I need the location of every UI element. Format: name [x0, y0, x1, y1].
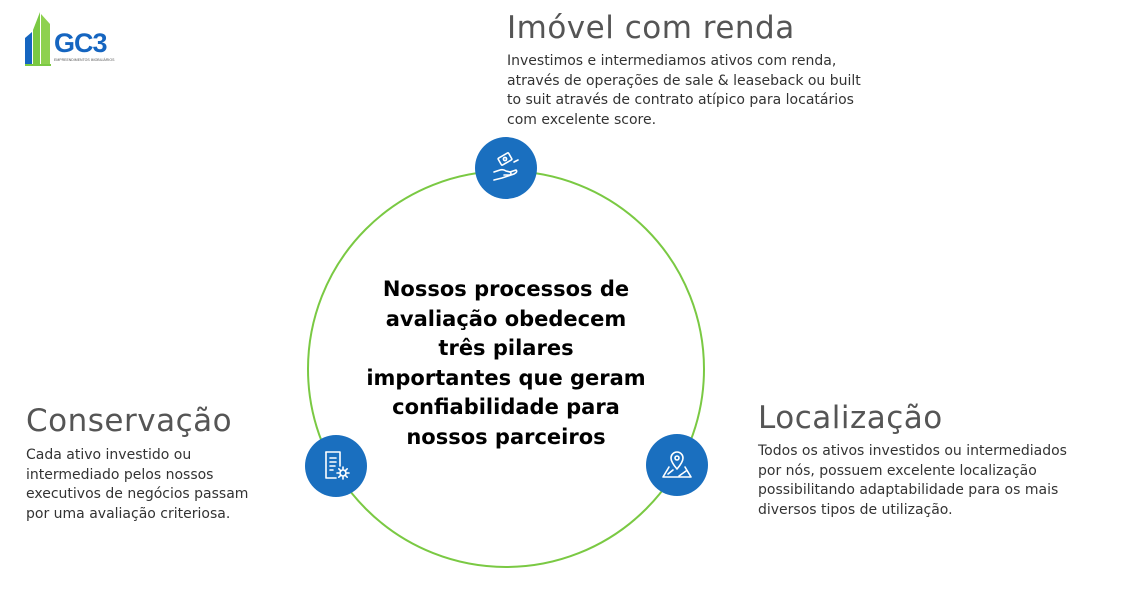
localizacao-description: Todos os ativos investidos ou intermedia…	[758, 443, 1067, 518]
map-pin-icon	[662, 451, 692, 478]
logo-text: GC3	[54, 28, 108, 58]
conservacao-title: Conservação	[26, 403, 233, 439]
renda-node	[475, 137, 537, 199]
localizacao-title: Localização	[758, 400, 943, 436]
logo-building-icon	[25, 12, 51, 66]
document-gear-icon	[325, 451, 350, 480]
center-statement: Nossos processos de avaliação obedecem t…	[366, 277, 646, 449]
renda-description: Investimos e intermediamos ativos com re…	[507, 53, 861, 128]
localizacao-node	[646, 434, 708, 496]
logo: GC3 EMPREENDIMENTOS IMOBILIÁRIOS	[22, 8, 126, 70]
logo-subtitle: EMPREENDIMENTOS IMOBILIÁRIOS	[54, 58, 115, 62]
money-hand-icon	[493, 152, 519, 181]
renda-title: Imóvel com renda	[507, 10, 795, 46]
conservacao-description: Cada ativo investido ou intermediado pel…	[26, 447, 249, 522]
conservacao-node	[305, 435, 367, 497]
